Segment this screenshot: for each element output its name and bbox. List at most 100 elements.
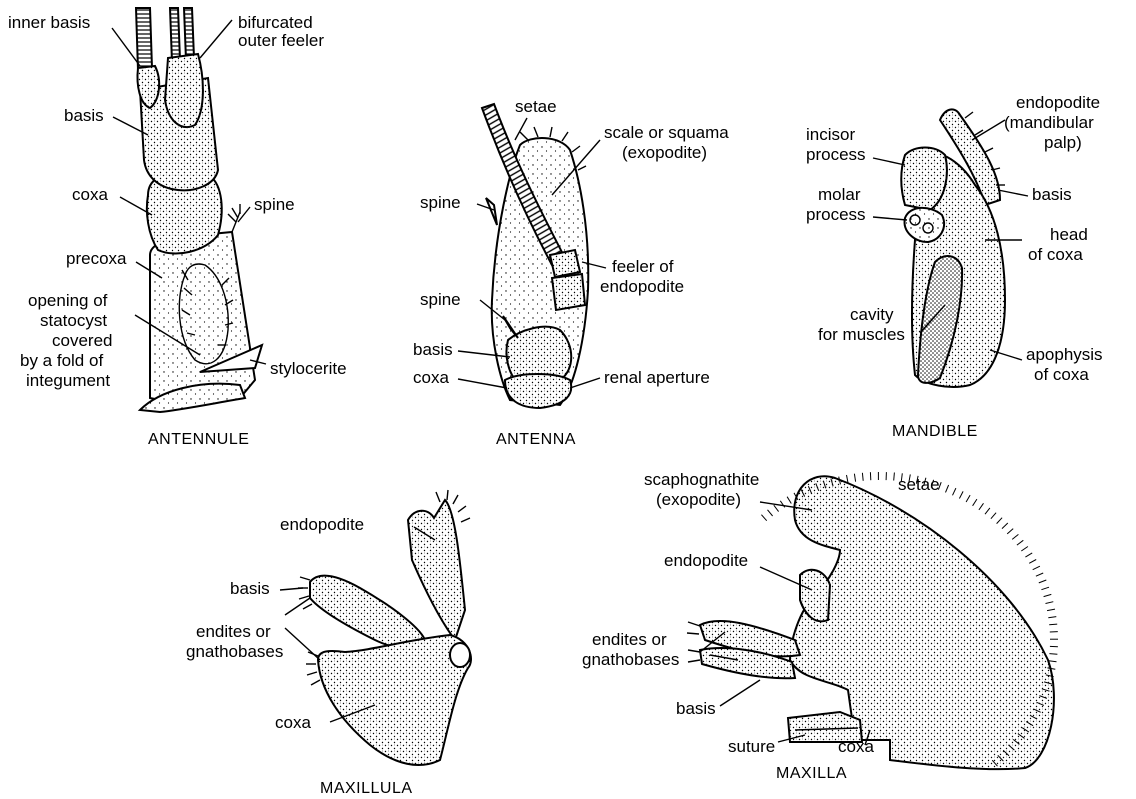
maxilla-seta	[1039, 580, 1047, 583]
label-stylocerite: stylocerite	[270, 359, 347, 378]
maxilla-seta	[1048, 617, 1056, 618]
label-maxillula-endites-2: gnathobases	[186, 642, 283, 661]
label-molar-2: process	[806, 205, 866, 224]
maxilla-seta	[997, 518, 1003, 524]
maxilla-seta	[1025, 553, 1032, 557]
maxilla-panel: scaphognathite (exopodite) setae endopod…	[582, 470, 1058, 782]
label-bifurcated-outer-feeler-2: outer feeler	[238, 31, 324, 50]
label-inner-basis: inner basis	[8, 13, 90, 32]
maxilla-seta	[768, 510, 773, 516]
maxilla-seta	[979, 503, 984, 510]
label-antenna-setae: setae	[515, 97, 557, 116]
antennule-outer-flagellum-1	[170, 8, 180, 62]
label-molar-1: molar	[818, 185, 861, 204]
label-maxilla-basis: basis	[676, 699, 716, 718]
label-maxillula-endopodite: endopodite	[280, 515, 364, 534]
label-renal-aperture: renal aperture	[604, 368, 710, 387]
maxilla-seta	[1049, 654, 1057, 655]
label-opening-2: statocyst	[40, 311, 107, 330]
maxilla-seta	[1033, 566, 1040, 570]
label-mandible-endopodite-1: endopodite	[1016, 93, 1100, 112]
antenna-feeler-segment-2	[552, 274, 585, 310]
label-antenna-coxa: coxa	[413, 368, 449, 387]
label-scale-2: (exopodite)	[622, 143, 707, 162]
maxilla-seta	[985, 508, 990, 514]
antennule-outer-flagellum-2	[184, 8, 194, 60]
label-incisor-2: process	[806, 145, 866, 164]
label-maxillula-basis: basis	[230, 579, 270, 598]
maxilla-seta	[946, 485, 949, 492]
label-head-1: head	[1050, 225, 1088, 244]
maxilla-seta	[1044, 594, 1052, 596]
title-maxilla: MAXILLA	[776, 765, 847, 782]
maxillula-panel: endopodite basis endites or gnathobases …	[186, 490, 471, 797]
label-mandible-endopodite-2: (mandibular	[1004, 113, 1094, 132]
label-head-2: of coxa	[1028, 245, 1083, 264]
maxilla-seta	[862, 473, 863, 481]
label-cavity-2: for muscles	[818, 325, 905, 344]
maxillula-coxa	[318, 635, 471, 765]
label-scaphognathite-1: scaphognathite	[644, 470, 759, 489]
maxilla-seta	[1049, 624, 1057, 625]
antennule-inner-flagellum	[136, 8, 152, 70]
maxilla-seta	[1046, 602, 1054, 604]
mandible-panel: endopodite (mandibular palp) incisor pro…	[806, 93, 1103, 440]
maxillula-basis-endite	[310, 576, 425, 649]
maxilla-seta	[1007, 529, 1013, 534]
maxilla-seta	[774, 505, 779, 511]
maxilla-seta	[1021, 547, 1028, 552]
maxilla-seta	[1036, 573, 1043, 576]
maxillula-endopodite	[408, 500, 465, 640]
label-maxillula-endites-1: endites or	[196, 622, 271, 641]
maxilla-seta	[787, 497, 791, 504]
maxilla-seta	[1002, 523, 1008, 529]
label-opening-5: integument	[26, 371, 110, 390]
maxillula-joint	[450, 643, 470, 667]
label-opening-4: by a fold of	[20, 351, 103, 370]
antenna-feeler-segment-1	[550, 250, 580, 277]
label-antenna-basis: basis	[413, 340, 453, 359]
label-antenna-spine-lower: spine	[420, 290, 461, 309]
title-mandible: MANDIBLE	[892, 423, 978, 440]
label-apophysis-2: of coxa	[1034, 365, 1089, 384]
mandible-incisor-process	[901, 148, 947, 211]
antenna-upper-spine	[486, 198, 497, 225]
title-maxillula: MAXILLULA	[320, 780, 413, 797]
label-incisor-1: incisor	[806, 125, 855, 144]
label-maxilla-endites-1: endites or	[592, 630, 667, 649]
maxilla-seta	[1047, 609, 1055, 611]
label-opening-1: opening of	[28, 291, 108, 310]
label-maxillula-coxa: coxa	[275, 713, 311, 732]
label-maxilla-suture: suture	[728, 737, 775, 756]
title-antenna: ANTENNA	[496, 431, 576, 448]
antennule-outer-feeler	[165, 54, 203, 127]
label-antennule-coxa: coxa	[72, 185, 108, 204]
label-scale-1: scale or squama	[604, 123, 729, 142]
antennule-spine-hairs	[228, 204, 240, 222]
label-scaphognathite-2: (exopodite)	[656, 490, 741, 509]
maxilla-seta	[991, 513, 996, 519]
label-precoxa: precoxa	[66, 249, 127, 268]
label-feeler-2: endopodite	[600, 277, 684, 296]
maxilla-seta	[966, 495, 970, 502]
label-bifurcated-outer-feeler-1: bifurcated	[238, 13, 313, 32]
maxilla-seta	[1012, 534, 1018, 539]
maxilla-seta	[1029, 560, 1036, 564]
label-antennule-spine: spine	[254, 195, 295, 214]
label-maxilla-coxa: coxa	[838, 737, 874, 756]
label-apophysis-1: apophysis	[1026, 345, 1103, 364]
label-maxilla-endites-2: gnathobases	[582, 650, 679, 669]
maxilla-seta	[953, 488, 956, 495]
label-antenna-spine-upper: spine	[420, 193, 461, 212]
antennule-panel: inner basis bifurcated outer feeler basi…	[8, 8, 347, 448]
label-maxilla-endopodite: endopodite	[664, 551, 748, 570]
maxilla-seta	[854, 474, 855, 482]
maxilla-seta	[894, 473, 895, 481]
label-feeler-1: feeler of	[612, 257, 674, 276]
maxilla-seta	[761, 515, 766, 521]
label-mandible-endopodite-3: palp)	[1044, 133, 1082, 152]
label-cavity-1: cavity	[850, 305, 894, 324]
maxilla-seta	[973, 499, 977, 506]
antenna-panel: setae scale or squama (exopodite) spine …	[413, 97, 729, 448]
